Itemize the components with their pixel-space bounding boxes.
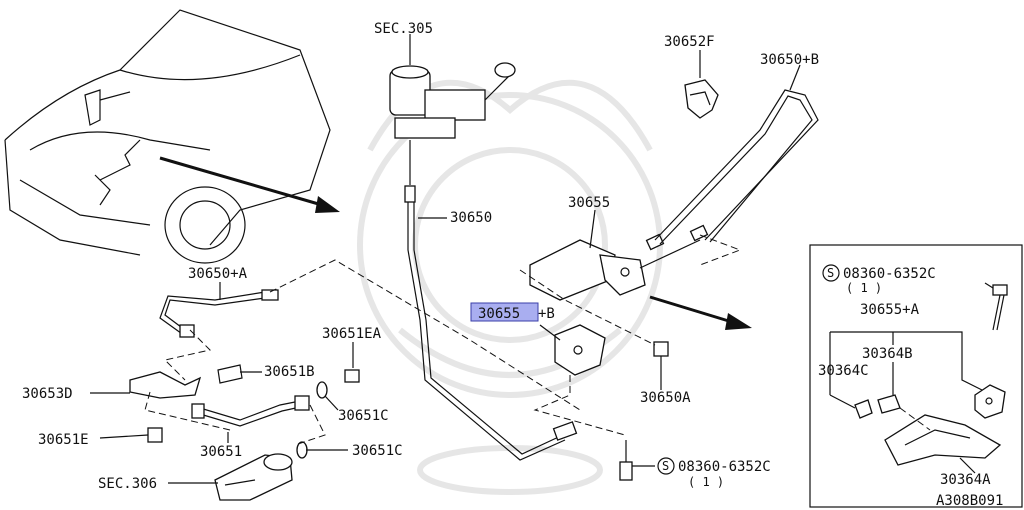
inset-detail: S 08360-6352C ( 1 ) 30655+A 30364B 30364… [809, 244, 1023, 509]
label-30650A-plus: 30650+A [188, 266, 248, 282]
s-mark-bottom-text: S [662, 459, 669, 473]
label-30653D: 30653D [22, 386, 73, 402]
hydraulic-line-30650A [159, 289, 279, 338]
label-30655B-suffix: +B [538, 306, 555, 322]
label-inset-30364A: 30364A [940, 472, 991, 488]
hydraulic-line-30650B [654, 89, 819, 245]
bracket-30655 [529, 224, 709, 301]
label-30650B: 30650+B [760, 52, 819, 68]
label-30651E: 30651E [38, 432, 89, 448]
bolt-30651EA [344, 369, 360, 383]
clip-30651B [217, 364, 243, 384]
label-30651EA: 30651EA [322, 326, 382, 342]
s-mark-bottom [657, 457, 675, 475]
master-cylinder [389, 62, 516, 185]
label-inset-30364B: 30364B [862, 346, 913, 362]
label-30650A: 30650A [640, 390, 691, 406]
label-30655B-highlighted[interactable]: 30655 [478, 306, 520, 322]
bolt-30651E [147, 427, 163, 443]
hose-30651 [191, 395, 310, 427]
label-inset-30364C: 30364C [818, 363, 869, 379]
label-inset-30655A: 30655+A [860, 302, 920, 318]
inset-frame [809, 244, 1023, 508]
hydraulic-line-30650 [404, 185, 578, 461]
label-bolt-bottom-qty: ( 1 ) [688, 475, 724, 489]
label-diagram-code: A308B091 [936, 493, 1003, 509]
bracket-30653D [129, 371, 202, 399]
bolt-bottom [619, 440, 633, 481]
washers-30651C [296, 381, 328, 459]
slave-cylinder [214, 453, 293, 501]
label-bolt-bottom: 08360-6352C [678, 459, 771, 475]
label-inset-bolt-qty: ( 1 ) [846, 281, 882, 295]
label-30651C-1: 30651C [338, 408, 389, 424]
label-sec305: SEC.305 [374, 21, 433, 37]
label-30651: 30651 [200, 444, 242, 460]
car-illustration [4, 9, 331, 264]
part-labels: SEC.305 30652F 30650+B 30650 30655 30650… [22, 21, 819, 492]
pointer-arrows [159, 156, 752, 330]
label-30650: 30650 [450, 210, 492, 226]
block-30655B [554, 324, 606, 376]
clip-30652F [684, 79, 719, 119]
leader-lines [90, 34, 801, 484]
bolt-30650A [653, 341, 669, 372]
label-sec306: SEC.306 [98, 476, 157, 492]
assembly-dashed-lines [144, 234, 742, 446]
label-30652F: 30652F [664, 34, 715, 50]
s-mark-inset [822, 264, 840, 282]
label-inset-bolt: 08360-6352C [843, 266, 936, 282]
label-30651B: 30651B [264, 364, 315, 380]
label-30651C-2: 30651C [352, 443, 403, 459]
highlight-box-30655B[interactable] [470, 302, 539, 322]
label-30655: 30655 [568, 195, 610, 211]
s-mark-inset-text: S [827, 266, 834, 280]
